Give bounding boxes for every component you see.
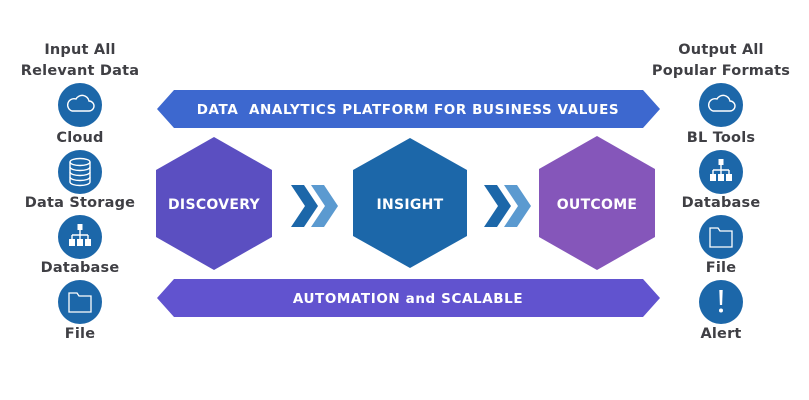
input-item-label: File: [64, 326, 96, 342]
database-icon: [69, 224, 91, 246]
input-file-icon-circle: [58, 280, 102, 324]
chevron-right-icon: [484, 185, 531, 227]
file-icon: [68, 292, 92, 313]
stage-insight: INSIGHT: [353, 138, 467, 268]
input-storage-icon-circle: [58, 150, 102, 194]
outcome-hexagon: [539, 136, 655, 270]
input-heading-line1: Input All: [44, 42, 116, 58]
output-alert-icon-circle: [699, 280, 743, 324]
bottom-banner-text: AUTOMATION and SCALABLE: [293, 291, 523, 307]
output-item-label: Alert: [700, 326, 742, 342]
outcome-label: OUTCOME: [557, 197, 638, 213]
insight-label: INSIGHT: [376, 197, 443, 213]
discovery-label: DISCOVERY: [168, 197, 261, 213]
insight-hexagon: [353, 138, 467, 268]
database-icon: [710, 159, 732, 181]
alert-icon: [719, 290, 723, 313]
output-heading-line2: Popular Formats: [651, 63, 791, 79]
stage-outcome: OUTCOME: [539, 136, 655, 270]
chevron-right-icon: [291, 185, 338, 227]
output-item-label: File: [705, 260, 737, 276]
discovery-hexagon: [156, 137, 272, 270]
top-banner: DATA ANALYTICS PLATFORM FOR BUSINESS VAL…: [157, 90, 660, 128]
input-item-label: Data Storage: [24, 195, 136, 211]
input-database-icon-circle: [58, 215, 102, 259]
input-item-label: Database: [40, 260, 120, 276]
output-file-icon-circle: [699, 215, 743, 259]
top-banner-shape: [157, 90, 660, 128]
data-storage-icon: [69, 157, 91, 187]
input-item-label: Cloud: [56, 130, 104, 146]
top-banner-text: DATA ANALYTICS PLATFORM FOR BUSINESS VAL…: [197, 102, 620, 118]
cloud-icon: [66, 94, 95, 112]
stage-discovery: DISCOVERY: [156, 137, 272, 270]
input-cloud-icon-circle: [58, 83, 102, 127]
cloud-icon: [707, 94, 736, 112]
bottom-banner-shape: [157, 279, 660, 317]
output-item-label: Database: [681, 195, 761, 211]
output-database-icon-circle: [699, 150, 743, 194]
output-tools-icon-circle: [699, 83, 743, 127]
bottom-banner: AUTOMATION and SCALABLE: [157, 279, 660, 317]
output-heading-line1: Output All: [678, 42, 764, 58]
file-icon: [709, 227, 733, 248]
input-heading-line2: Relevant Data: [20, 63, 140, 79]
output-item-label: BL Tools: [686, 130, 756, 146]
